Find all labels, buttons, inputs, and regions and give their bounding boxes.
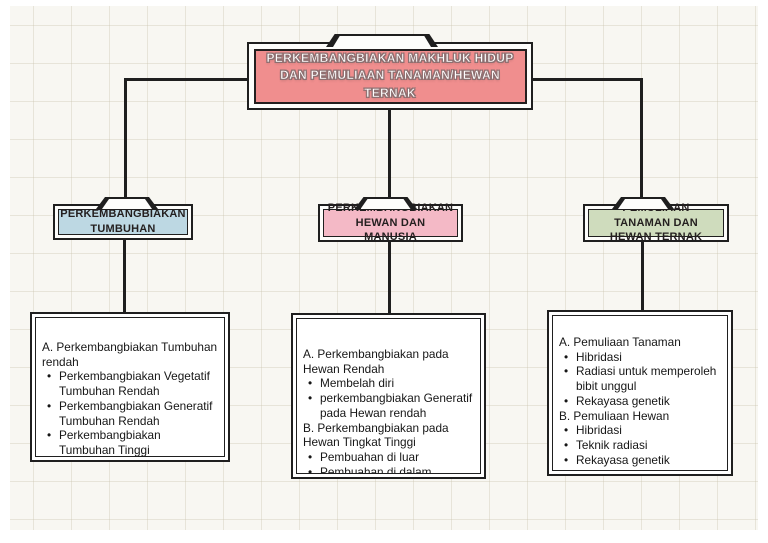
branch-fill: PERKEMBANGBIAKAN HEWAN DAN MANUSIA <box>323 202 458 243</box>
branch-fill: PERKEMBANGBIAKAN TUMBUHAN <box>58 208 188 235</box>
detail-inner: A. Perkembangbiakan pada Hewan Rendah Me… <box>296 318 481 474</box>
section-heading: A. Perkembangbiakan pada Hewan Rendah <box>303 347 449 376</box>
detail-box-tumbuhan: A. Perkembangbiakan Tumbuhan rendah Perk… <box>30 312 230 462</box>
root-topic-box: PERKEMBANGBIAKAN MAKHLUK HIDUP DAN PEMUL… <box>247 42 533 110</box>
bullet-list: Pembuahan di luar Pembuahan di dalam <box>303 450 474 473</box>
branch-box-pemuliaan: PEMULIAAN TANAMAN DAN HEWAN TERNAK <box>583 202 729 243</box>
connector-left-branch-to-detail <box>122 239 126 314</box>
bullet-list: Membelah diri perkembangbiakan Generatif… <box>303 376 474 420</box>
bullet-item: Perkembangbiakan Tumbuhan Tinggi <box>47 428 218 456</box>
bullet-item: Perkembangbiakan Generatif Tumbuhan Rend… <box>47 399 218 428</box>
bullet-item: perkembangbiakan Generatif pada Hewan re… <box>308 391 474 420</box>
bullet-item: Membelah diri <box>308 376 474 391</box>
bullet-item: Pembuahan di luar <box>308 450 474 465</box>
bullet-item: Rekayasa genetik <box>564 453 721 468</box>
branch-box-tumbuhan: PERKEMBANGBIAKAN TUMBUHAN <box>53 204 193 240</box>
bullet-item: Hibridasi <box>564 350 721 365</box>
branch-label: PERKEMBANGBIAKAN TUMBUHAN <box>60 208 186 235</box>
bullet-list: Hibridasi Teknik radiasi Rekayasa geneti… <box>559 423 721 467</box>
bullet-list: Hibridasi Radiasi untuk memperoleh bibit… <box>559 350 721 409</box>
branch-fill: PEMULIAAN TANAMAN DAN HEWAN TERNAK <box>588 202 724 243</box>
section-heading: A. Perkembangbiakan Tumbuhan rendah <box>42 340 218 369</box>
bullet-item: Hibridasi <box>564 423 721 438</box>
root-topic-fill: PERKEMBANGBIAKAN MAKHLUK HIDUP DAN PEMUL… <box>253 48 527 104</box>
detail-inner: A. Pemuliaan Tanaman Hibridasi Radiasi u… <box>552 315 728 471</box>
detail-box-hewan-manusia: A. Perkembangbiakan pada Hewan Rendah Me… <box>291 313 486 479</box>
bullet-list: Perkembangbiakan Vegetatif Tumbuhan Rend… <box>42 369 218 456</box>
connector-root-to-right-horizontal <box>531 77 643 81</box>
root-topic-title: PERKEMBANGBIAKAN MAKHLUK HIDUP DAN PEMUL… <box>266 50 514 100</box>
connector-right-vertical <box>640 77 643 205</box>
connector-left-vertical <box>123 77 127 205</box>
bullet-item: Radiasi untuk memperoleh bibit unggul <box>564 364 721 393</box>
bullet-item: Rekayasa genetik <box>564 394 721 409</box>
tab-notch-inner <box>333 36 431 48</box>
section-heading: B. Perkembangbiakan pada Hewan Tingkat T… <box>303 420 449 450</box>
bullet-item: Pembuahan di dalam <box>308 465 474 473</box>
connector-right-branch-to-detail <box>640 241 644 312</box>
branch-box-hewan-manusia: PERKEMBANGBIAKAN HEWAN DAN MANUSIA <box>318 202 463 243</box>
tab-notch-inner <box>361 199 411 209</box>
tab-notch-inner <box>102 199 152 209</box>
section-heading: B. Pemuliaan Hewan <box>559 408 670 423</box>
connector-center-branch-to-detail <box>387 241 391 315</box>
detail-inner: A. Perkembangbiakan Tumbuhan rendah Perk… <box>35 317 225 457</box>
tab-notch-inner <box>618 199 668 209</box>
detail-box-pemuliaan: A. Pemuliaan Tanaman Hibridasi Radiasi u… <box>547 310 733 476</box>
bullet-item: Perkembangbiakan Vegetatif Tumbuhan Rend… <box>47 369 218 398</box>
section-heading: A. Pemuliaan Tanaman <box>559 335 681 349</box>
bullet-item: Teknik radiasi <box>564 438 721 453</box>
connector-root-to-left-horizontal <box>125 77 249 81</box>
connector-center-vertical <box>387 108 391 205</box>
